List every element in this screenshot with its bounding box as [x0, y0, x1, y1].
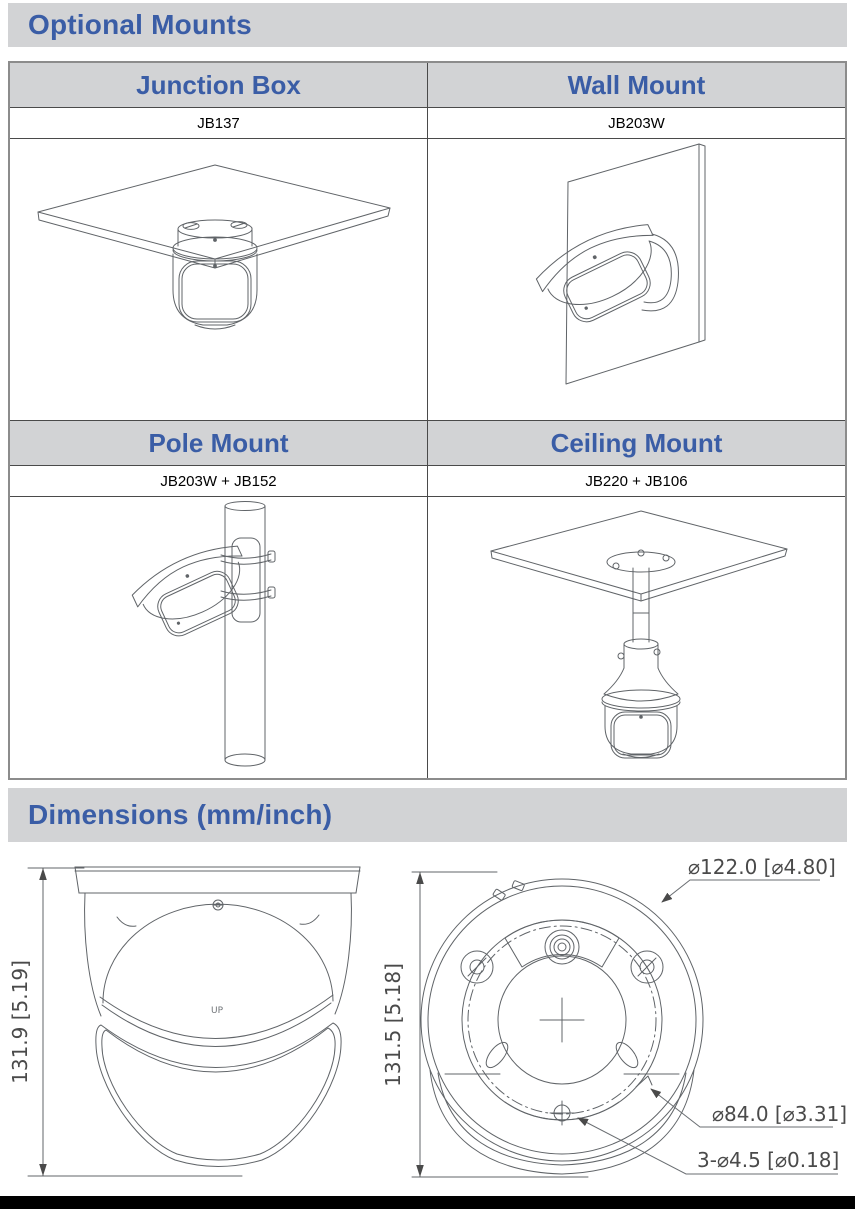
leader-screw-holes	[577, 1117, 838, 1175]
mount-cell-pole-mount	[8, 496, 428, 780]
junction-box-illustration	[37, 164, 391, 330]
ceiling-mount-illustration	[490, 510, 788, 759]
section-header-optional-mounts: Optional Mounts	[8, 3, 847, 47]
dim-arrow-top-left-view	[39, 868, 47, 880]
screw-holes-label: 3-⌀4.5 [⌀0.18]	[697, 1148, 839, 1172]
mount-cell-wall-mount	[427, 138, 847, 421]
mount-title-wall-mount: Wall Mount	[427, 61, 847, 108]
section-header-dimensions: Dimensions (mm/inch)	[8, 788, 847, 842]
leader-outer-diameter	[661, 879, 820, 903]
hole-circle-label: ⌀84.0 [⌀3.31]	[712, 1102, 847, 1126]
pole-mount-illustration	[131, 501, 276, 767]
mount-model-pole-mount: JB203W + JB152	[8, 465, 428, 497]
mount-model-junction-box: JB137	[8, 107, 428, 139]
front-height-label: 131.9 [5.19]	[8, 960, 32, 1084]
leader-hole-circle	[650, 1088, 833, 1128]
footer-bar	[0, 1196, 855, 1209]
dim-arrow-top-right-view	[416, 872, 424, 884]
mount-cell-ceiling-mount	[427, 496, 847, 780]
dim-arrow-bottom-right-view	[416, 1165, 424, 1177]
mount-title-pole-mount: Pole Mount	[8, 420, 428, 466]
dimensions-title: Dimensions (mm/inch)	[28, 799, 333, 830]
mount-model-ceiling-mount: JB220 + JB106	[427, 465, 847, 497]
wall-mount-illustration	[535, 143, 706, 385]
dim-arrow-bottom-left-view	[39, 1164, 47, 1176]
mount-title-junction-box: Junction Box	[8, 61, 428, 108]
mounts-table: Junction Box Wall Mount JB137 JB203W	[8, 61, 847, 780]
mount-model-wall-mount: JB203W	[427, 107, 847, 139]
bottom-height-label: 131.5 [5.18]	[381, 963, 405, 1087]
up-mark: UP	[211, 1006, 224, 1016]
dimension-drawings: 131.9 [5.19] UP	[0, 855, 855, 1197]
mount-cell-junction-box	[8, 138, 428, 421]
optional-mounts-title: Optional Mounts	[28, 9, 252, 40]
mount-title-ceiling-mount: Ceiling Mount	[427, 420, 847, 466]
outer-diameter-label: ⌀122.0 [⌀4.80]	[688, 855, 836, 879]
dimensions-illustration: 131.9 [5.19] UP	[8, 855, 847, 1178]
